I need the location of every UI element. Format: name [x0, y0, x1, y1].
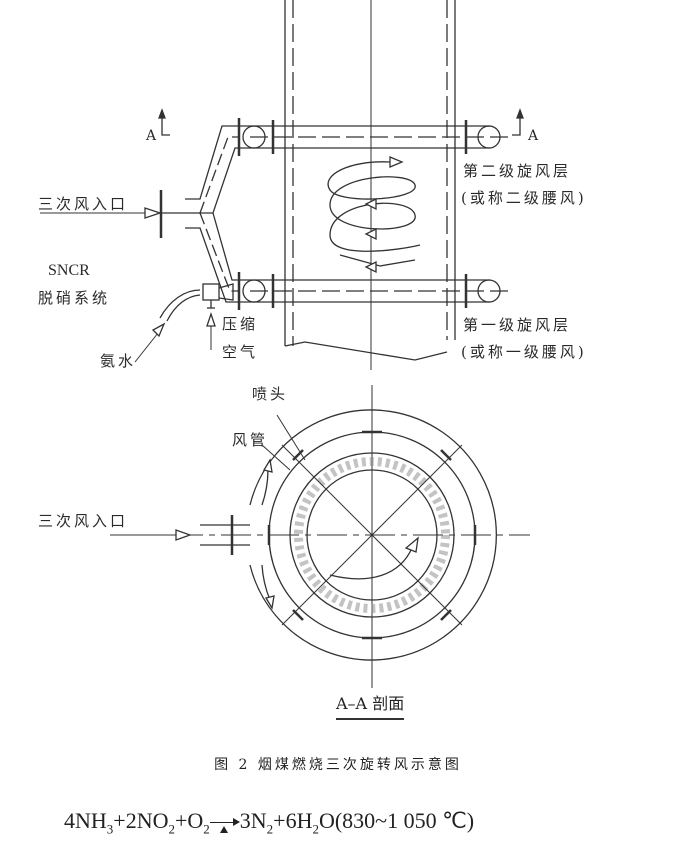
- eq-part: O(830~1 050 ℃): [318, 808, 475, 833]
- upper-layer-alias: (或称二级腰风): [461, 189, 587, 207]
- eq-sub: 3: [106, 821, 114, 837]
- section-title: A–A 剖面: [336, 690, 405, 720]
- lower-layer-alias: (或称一级腰风): [461, 343, 587, 361]
- swirl-arrow: [327, 156, 421, 274]
- section-markers: [158, 108, 524, 136]
- compressed-label: 压缩: [222, 315, 259, 333]
- reaction-arrow-icon: [209, 818, 240, 833]
- sncr-system-label: 脱硝系统: [38, 289, 111, 307]
- eq-sub: 2: [203, 821, 210, 837]
- eq-sub: 2: [266, 821, 274, 837]
- lower-layer-label: 第一级旋风层: [463, 316, 572, 334]
- lower-air-ring: [237, 272, 510, 310]
- sncr-injector: [134, 283, 234, 363]
- air-label: 空气: [222, 343, 259, 361]
- nozzle-label: 喷头: [252, 385, 289, 403]
- eq-part: 4NH: [64, 808, 107, 833]
- duct-label: 风管: [232, 431, 269, 449]
- eq-part: +6H: [273, 808, 313, 833]
- eq-part: 3N: [239, 808, 267, 833]
- eq-part: +2NO: [113, 808, 169, 833]
- eq-sub: 2: [168, 821, 175, 837]
- top-inlet-label: 三次风入口: [38, 195, 129, 213]
- furnace-column: [284, 0, 456, 370]
- upper-air-ring: [237, 118, 510, 156]
- section-mark-right: A: [528, 128, 539, 144]
- figure-caption: 图 2 烟煤燃烧三次旋转风示意图: [214, 757, 462, 773]
- upper-layer-label: 第二级旋风层: [463, 162, 572, 180]
- cross-section: [110, 385, 530, 688]
- eq-sub: 2: [312, 821, 319, 837]
- y-branch-duct: [40, 125, 239, 303]
- eq-part: +O: [174, 808, 204, 833]
- ammonia-label: 氨水: [100, 352, 137, 370]
- section-inlet-label: 三次风入口: [38, 512, 129, 530]
- section-mark-left: A: [146, 128, 157, 144]
- sncr-label: SNCR: [48, 262, 90, 279]
